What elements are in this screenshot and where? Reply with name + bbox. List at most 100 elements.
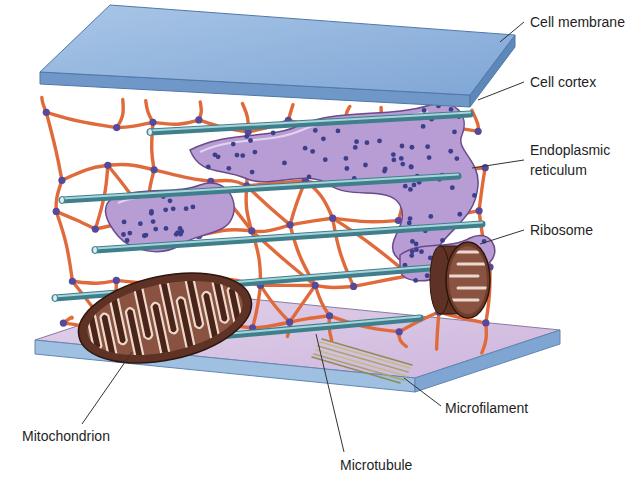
ribosome-dot	[454, 156, 459, 161]
junction-dot	[53, 208, 60, 215]
intermediate-filament	[56, 180, 62, 211]
ribosome-dot	[414, 247, 419, 252]
slab-top	[40, 5, 515, 95]
junction-dot	[312, 282, 319, 289]
ribosome-dot	[425, 144, 430, 149]
leader-line	[480, 230, 524, 244]
ribosome-dot	[412, 182, 417, 187]
ribosome-dot	[235, 153, 240, 158]
ribosome-dot	[344, 156, 349, 161]
ribosome-dot	[354, 139, 359, 144]
crista	[458, 263, 490, 266]
mitochondrion-section	[430, 242, 490, 318]
ribosome-dot	[171, 206, 176, 211]
ribosome-dot	[231, 142, 236, 147]
ribosome-dot	[408, 187, 413, 192]
ribosome-dot	[427, 155, 432, 160]
junction-dot	[475, 207, 482, 214]
ribosome-dot	[403, 184, 408, 189]
ribosome-dot	[410, 145, 415, 150]
junction-dot	[329, 215, 336, 222]
intermediate-filament	[253, 285, 261, 328]
rod-body	[95, 224, 482, 250]
intermediate-filament	[46, 112, 62, 180]
ribosome-dot	[323, 157, 328, 162]
part-label: Cell membrane	[530, 12, 625, 32]
leader-line	[500, 22, 524, 42]
section-inner	[449, 246, 487, 314]
leader-lines	[82, 22, 524, 452]
ribosome-dot	[127, 231, 132, 236]
ribosome-dot	[271, 131, 276, 136]
intermediate-filament	[153, 120, 199, 124]
intermediate-filament	[46, 112, 116, 127]
intermediate-filament	[290, 218, 333, 225]
junction-dot	[482, 319, 489, 326]
ribosome-dot	[440, 238, 445, 243]
ribosome-dot	[240, 153, 245, 158]
ribosome-dot	[153, 227, 158, 232]
ribosome-dot	[448, 149, 453, 154]
ribosome-dot	[450, 185, 455, 190]
microtubules	[53, 113, 483, 348]
crista	[82, 293, 102, 350]
crista	[159, 277, 179, 334]
ribosome-dot	[425, 273, 430, 278]
junction-dot	[286, 221, 293, 228]
intermediate-filament	[333, 218, 399, 222]
ribosome-dot	[472, 193, 477, 198]
intermediate-filament	[246, 186, 252, 231]
cristae	[446, 252, 490, 300]
ribosome-dot	[422, 108, 427, 113]
ribosome-dot	[125, 238, 130, 243]
ribosome-dot	[307, 175, 312, 180]
leader-line	[404, 378, 441, 406]
intermediate-filament	[260, 285, 289, 322]
rod-end	[148, 129, 153, 136]
ribosome-dot	[164, 226, 169, 231]
part-label: Microtubule	[340, 455, 412, 475]
crista	[227, 286, 247, 343]
ribosome-dot	[421, 124, 426, 129]
junction-dot	[326, 312, 333, 319]
rod-body	[62, 176, 458, 200]
leader-line	[478, 82, 524, 100]
junction-dot	[350, 283, 357, 290]
ribosome-dot	[303, 146, 308, 151]
ribosome-dot	[452, 130, 457, 135]
ribosome-dot	[400, 144, 405, 149]
ribosome-dot	[122, 220, 127, 225]
ribosome-dot	[353, 145, 358, 150]
filament	[314, 354, 404, 380]
ribosome-dot	[377, 138, 382, 143]
microtubule-rod	[60, 175, 459, 204]
ribosome-dot	[344, 166, 349, 171]
ribosome-dot	[163, 207, 168, 212]
junction-dot	[69, 278, 76, 285]
part-label: Cell cortex	[530, 72, 596, 92]
filament	[312, 357, 400, 383]
ribosome-dot	[168, 198, 173, 203]
intermediate-filament	[154, 170, 211, 182]
intermediate-filament	[252, 225, 290, 232]
crista	[210, 266, 230, 323]
microtubule-rod	[93, 223, 483, 254]
outer-membrane	[70, 259, 260, 378]
ribosome-dot	[400, 162, 405, 167]
intermediate-filament	[72, 280, 116, 283]
ribosome-dot	[391, 152, 396, 157]
ribosome-dot	[248, 138, 253, 143]
intermediate-filament	[437, 312, 439, 349]
ribosome-dot	[457, 212, 462, 217]
leader-line	[316, 334, 344, 452]
ribosome-dot	[191, 205, 196, 210]
ribosome-dot	[151, 219, 156, 224]
part-label: Microfilament	[445, 398, 528, 418]
ribosome-dot	[419, 249, 424, 254]
filament	[322, 339, 412, 365]
junction-dot	[248, 227, 255, 234]
intermediate-filament	[62, 165, 108, 180]
ribosome-dot	[414, 242, 419, 247]
junction-dot	[195, 116, 202, 123]
crista	[184, 271, 204, 328]
